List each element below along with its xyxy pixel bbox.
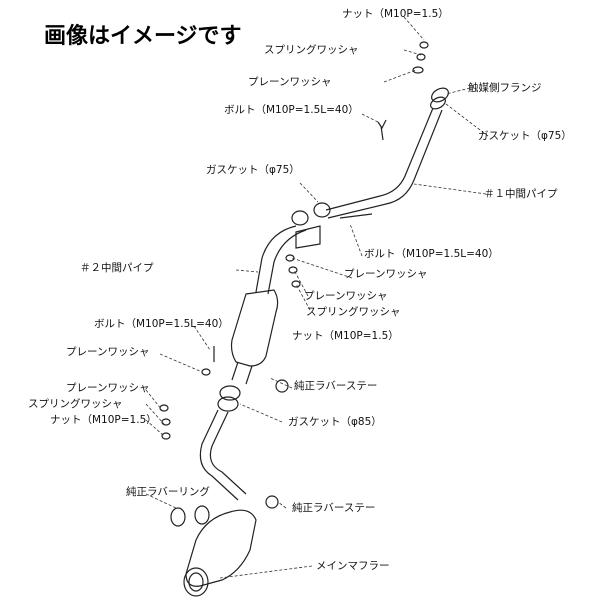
label-rubber-stay-2: 純正ラバーステー (292, 502, 376, 514)
label-pipe-1: ＃１中間パイプ (484, 188, 558, 200)
rubber-ring-2 (194, 505, 210, 525)
label-plain-washer-left: プレーンワッシャ (66, 346, 150, 358)
gasket-mid (313, 202, 331, 218)
label-plain-washer-mid2: プレーンワッシャ (304, 290, 388, 302)
label-bolt-top: ボルト（M10P=1.5L=40） (224, 104, 359, 116)
rubber-stay-2 (265, 495, 279, 509)
main-muffler-body (185, 509, 257, 587)
resonator (230, 289, 279, 367)
label-spring-washer-top: スプリングワッシャ (264, 44, 359, 56)
label-pipe-2: ＃２中間パイプ (80, 262, 154, 274)
muffler-tip (183, 567, 209, 597)
pipe-2-outline (255, 225, 307, 295)
label-plain-washer-top: プレーンワッシャ (248, 76, 332, 88)
rubber-ring-1 (170, 507, 186, 527)
label-nut-top: ナット（M10P=1.5） (342, 8, 449, 20)
spring-washer-top (416, 53, 426, 61)
tail-pipe (199, 409, 247, 501)
label-spring-washer-mid: スプリングワッシャ (306, 306, 401, 318)
bolt-mid (339, 213, 373, 219)
catalyst-flange (431, 87, 449, 103)
rubber-stay-1 (275, 379, 289, 393)
label-plain-washer-left2: プレーンワッシャ (66, 382, 150, 394)
label-bolt-mid: ボルト（M10P=1.5L=40） (364, 248, 499, 260)
label-catalyst-flange: 触媒側フランジ (468, 82, 542, 94)
nut-top (419, 41, 429, 49)
label-plain-washer-mid1: プレーンワッシャ (344, 268, 428, 280)
label-bolt-left: ボルト（M10P=1.5L=40） (94, 318, 229, 330)
page-title: 画像はイメージです (44, 24, 242, 49)
pipe-1-outline (325, 107, 443, 219)
gasket-85 (219, 385, 241, 401)
label-gasket-85: ガスケット（φ85） (288, 416, 382, 428)
label-gasket-75-right: ガスケット（φ75） (478, 130, 572, 142)
label-nut-mid: ナット（M10P=1.5） (292, 330, 399, 342)
plain-washer-top (412, 66, 424, 74)
bolt-top (377, 119, 387, 141)
flange-plate (295, 225, 321, 249)
label-spring-washer-left: スプリングワッシャ (28, 398, 123, 410)
label-gasket-75-mid: ガスケット（φ75） (206, 164, 300, 176)
label-rubber-stay-1: 純正ラバーステー (294, 380, 378, 392)
label-main-muffler: メインマフラー (316, 560, 390, 572)
label-rubber-ring: 純正ラバーリング (126, 486, 210, 498)
label-nut-left: ナット（M10P=1.5） (50, 414, 157, 426)
